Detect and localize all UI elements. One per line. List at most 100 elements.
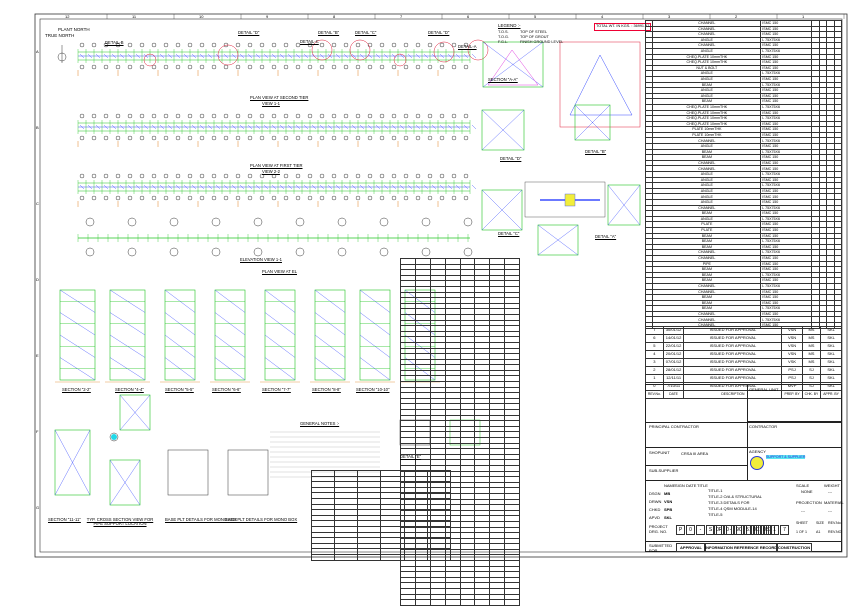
legend-title: LEGEND :-	[498, 23, 521, 28]
callout-bubble	[439, 42, 445, 48]
table-row	[400, 353, 520, 360]
callout-bubble	[355, 135, 361, 141]
callout-bubble	[253, 247, 263, 257]
callout-bubble	[367, 64, 373, 70]
table-cell	[426, 481, 452, 488]
callout-bubble	[151, 113, 157, 119]
drg-digit: -	[696, 525, 705, 535]
table-cell	[833, 81, 843, 89]
table-row	[310, 481, 452, 488]
grid-number: 2	[735, 14, 738, 19]
submitted-option-2[interactable]: CONSTRUCTION	[776, 543, 812, 552]
table-cell	[644, 81, 654, 89]
table-row	[400, 280, 520, 287]
section-frame	[59, 289, 96, 381]
drawing-line	[399, 53, 405, 59]
callout-bubble	[331, 195, 337, 201]
grid-number: 5	[534, 14, 537, 19]
drawing-line	[279, 184, 285, 190]
table-cell	[644, 103, 654, 111]
grid-number: 9	[266, 14, 269, 19]
sub-supplier-label: SUB-SUPPLIER	[649, 468, 679, 473]
callout-bubble	[307, 135, 313, 141]
callout-bubble	[319, 173, 325, 179]
table-cell	[504, 347, 520, 355]
callout-bubble	[247, 135, 253, 141]
callout-bubble	[187, 135, 193, 141]
drawing-line	[607, 184, 641, 226]
drawing-line	[423, 184, 429, 190]
callout-bubble	[235, 195, 241, 201]
callout-bubble	[127, 113, 133, 119]
table-cell	[644, 260, 654, 268]
drawing-line	[319, 53, 325, 59]
revision-prep: VSK	[781, 358, 803, 367]
drawing-line	[431, 184, 437, 190]
plant-north-label: PLANT NORTH	[58, 27, 90, 32]
revision-rev: 3	[645, 358, 664, 367]
callout-bubble	[271, 64, 277, 70]
revision-desc: ISSUED FOR APPROVAL	[683, 350, 783, 359]
callout-bubble	[295, 173, 301, 179]
callout-bubble	[199, 64, 205, 70]
table-cell	[504, 403, 520, 410]
view-title: SECTION "6-6"	[212, 387, 241, 392]
callout-bubble	[211, 195, 217, 201]
signoff-role: CHKD	[649, 507, 661, 512]
signoff-name: SPB	[664, 507, 673, 512]
callout-bubble	[391, 64, 397, 70]
table-cell	[644, 120, 654, 128]
submitted-option-1[interactable]: INFORMATION REFERENCE RECORD	[704, 543, 778, 552]
table-row	[400, 448, 520, 455]
callout-bubble	[367, 195, 373, 201]
signoff-header: TITLE	[697, 483, 708, 488]
callout-bubble	[127, 135, 133, 141]
title-block: GENERAL UNIT PRINCIPAL CONTRACTOR CONTRA…	[645, 384, 844, 553]
drawing-line	[439, 184, 445, 190]
revision-date: 07/01/12	[662, 358, 685, 367]
table-cell	[504, 414, 520, 422]
callout-bubble	[295, 247, 305, 257]
callout-bubble	[295, 135, 301, 141]
table-cell	[504, 465, 520, 472]
callout-bubble	[187, 113, 193, 119]
table-cell	[644, 64, 654, 72]
callout-bubble	[259, 42, 265, 48]
grid-letter: C	[36, 201, 39, 206]
table-cell	[644, 87, 654, 94]
callout-bubble	[247, 173, 253, 179]
callout-bubble	[307, 64, 313, 70]
revision-prep: VSN	[781, 326, 803, 335]
signoff-name: MB	[664, 491, 671, 496]
callout-bubble	[211, 217, 221, 227]
callout-bubble	[439, 135, 445, 141]
table-cell	[644, 266, 654, 273]
table-cell	[504, 420, 520, 427]
submitted-option-0[interactable]: APPROVAL	[676, 543, 706, 552]
callout-bubble	[427, 64, 433, 70]
drawing-line	[159, 53, 165, 59]
drawing-line	[127, 184, 133, 190]
drawing-line	[447, 124, 453, 130]
drawing-line	[119, 394, 151, 431]
drg-digit: 1	[770, 525, 779, 535]
drawing-line	[191, 53, 197, 59]
grid-number: 1	[802, 14, 805, 19]
drawing-line	[367, 184, 373, 190]
true-north-label: TRUE NORTH	[45, 33, 75, 38]
drawing-line	[482, 41, 544, 88]
callout-bubble	[415, 173, 421, 179]
table-cell	[833, 20, 843, 27]
revision-desc: ISSUED FOR APPROVAL	[683, 366, 783, 375]
view-title: BASE PLT DETAILS FOR MONO BOX	[225, 517, 298, 522]
revision-appr: SKL	[820, 350, 842, 359]
drawing-line	[111, 53, 117, 59]
callout-bubble	[139, 173, 145, 179]
scale-label: SCALE	[796, 483, 810, 488]
view-title: VIEW 2-2	[262, 169, 280, 174]
base-plate	[227, 449, 269, 496]
